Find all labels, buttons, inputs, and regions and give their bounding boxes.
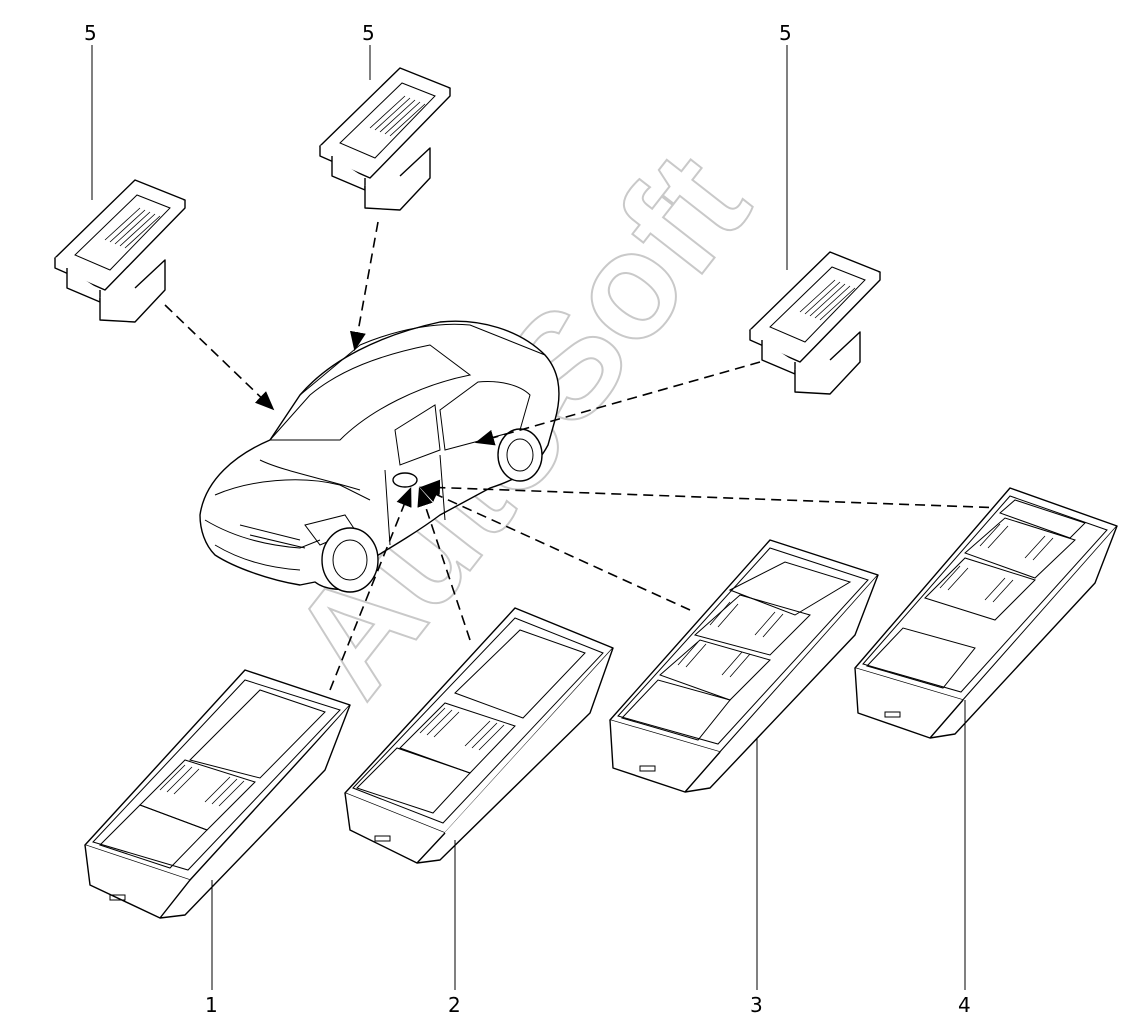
leader-arrows <box>164 221 1006 691</box>
label-switch-4: 4 <box>958 993 971 1017</box>
label-switch-3: 3 <box>750 993 763 1017</box>
small-window-switch-right <box>749 251 881 395</box>
label-small-switch-right: 5 <box>779 21 792 45</box>
label-switch-1: 1 <box>205 993 218 1017</box>
label-small-switch-top: 5 <box>362 21 375 45</box>
window-switch-panel-3 <box>609 539 879 793</box>
small-window-switch-top <box>319 67 451 211</box>
window-switch-panel-1 <box>84 669 351 919</box>
window-switch-panel-2 <box>344 607 614 864</box>
small-window-switch-left <box>54 179 186 323</box>
label-small-switch-left: 5 <box>84 21 97 45</box>
callout-lines <box>91 45 966 990</box>
window-switch-panel-4 <box>854 487 1118 739</box>
label-switch-2: 2 <box>448 993 461 1017</box>
